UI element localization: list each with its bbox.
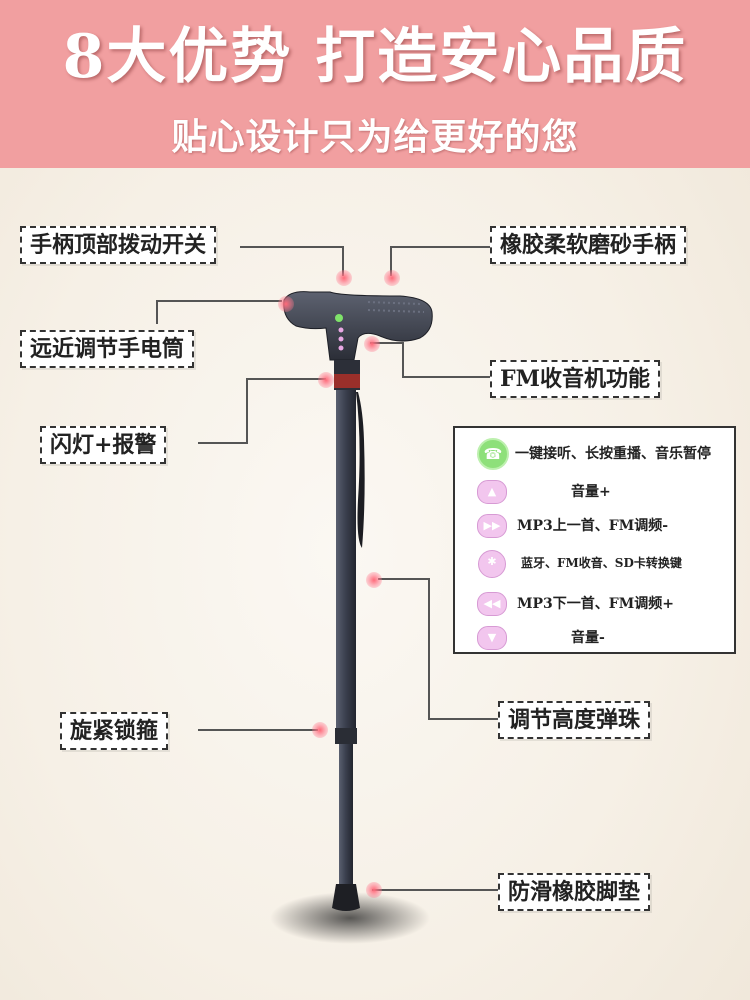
- legend-text: 音量+: [571, 484, 611, 500]
- volume-down-icon: ▼: [477, 626, 507, 650]
- volume-up-icon: ▲: [477, 480, 507, 504]
- header-banner: 8大优势 打造安心品质 贴心设计只为给更好的您: [0, 0, 750, 168]
- wrist-strap: [356, 392, 365, 548]
- hotspot-dot: [336, 270, 352, 286]
- legend-row: ▲ 音量+: [455, 478, 734, 506]
- label-height-bead: 调节高度弹珠: [498, 701, 651, 739]
- cane-upper-shaft: [336, 390, 356, 735]
- phone-icon: ☎: [477, 438, 509, 470]
- legend-row: ▼ 音量-: [455, 624, 734, 652]
- legend-text: MP3上一首、FM调频-: [517, 518, 669, 534]
- rewind-icon: ◀◀: [477, 592, 507, 616]
- legend-text: MP3下一首、FM调频+: [517, 596, 674, 612]
- red-flash-ring: [334, 374, 360, 388]
- hotspot-dot: [364, 336, 380, 352]
- label-anti-slip: 防滑橡胶脚垫: [498, 873, 651, 911]
- handle-button: [338, 336, 344, 342]
- hotspot-dot: [366, 882, 382, 898]
- legend-row: ▶▶ MP3上一首、FM调频-: [455, 512, 734, 540]
- legend-text: 蓝牙、FM收音、SD卡转换键: [521, 556, 682, 570]
- power-led: [335, 314, 343, 322]
- handle-button: [338, 345, 344, 351]
- hotspot-dot: [366, 572, 382, 588]
- label-lock-ring: 旋紧锁箍: [60, 712, 169, 750]
- label-fm-radio: FM收音机功能: [490, 360, 660, 398]
- floor-shadow: [270, 892, 430, 944]
- legend-text: 一键接听、长按重播、音乐暂停: [515, 446, 711, 462]
- label-flash-alarm: 闪灯+报警: [40, 426, 167, 464]
- label-top-switch: 手柄顶部拨动开关: [20, 226, 217, 264]
- hotspot-dot: [312, 722, 328, 738]
- hotspot-dot: [318, 372, 334, 388]
- legend-row: ◀◀ MP3下一首、FM调频+: [455, 590, 734, 618]
- fast-forward-icon: ▶▶: [477, 514, 507, 538]
- handle-button: [338, 327, 344, 333]
- legend-row: ☎ 一键接听、长按重播、音乐暂停: [455, 438, 734, 470]
- bluetooth-mode-icon: ✱: [478, 550, 506, 578]
- cane-handle: [283, 291, 433, 361]
- legend-text: 音量-: [571, 630, 605, 646]
- lock-ring: [335, 728, 357, 744]
- label-flashlight: 远近调节手电筒: [20, 330, 195, 368]
- hotspot-dot: [384, 270, 400, 286]
- rubber-tip: [332, 884, 360, 911]
- label-rubber-handle: 橡胶柔软磨砂手柄: [490, 226, 687, 264]
- legend-row: ✱ 蓝牙、FM收音、SD卡转换键: [455, 550, 734, 579]
- page-title: 8大优势 打造安心品质: [62, 22, 688, 92]
- hotspot-dot: [278, 296, 294, 312]
- button-legend: ☎ 一键接听、长按重播、音乐暂停 ▲ 音量+ ▶▶ MP3上一首、FM调频- ✱…: [453, 426, 736, 654]
- cane-lower-shaft: [339, 744, 353, 884]
- page-subtitle: 贴心设计只为给更好的您: [171, 116, 579, 158]
